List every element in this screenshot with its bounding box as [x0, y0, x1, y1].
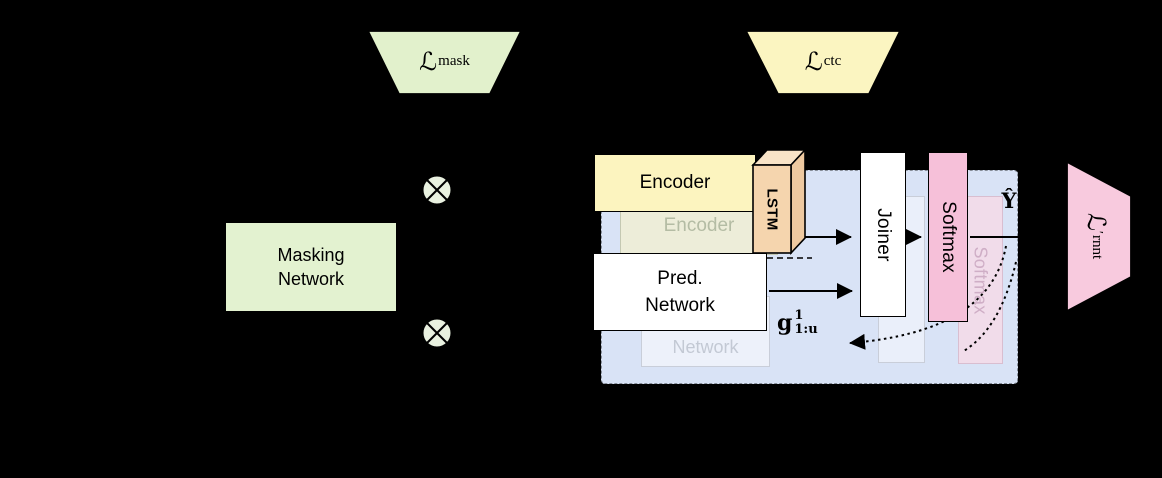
ghost-network-label: Network [672, 337, 739, 357]
otimes-bottom-icon [421, 317, 453, 349]
softmax-box: Softmax [928, 152, 968, 322]
masking-network-label-line2: Network [277, 269, 344, 289]
otimes-top-icon [421, 174, 453, 206]
loss-rnnt-prime: ′ [1090, 230, 1105, 234]
ghost-softmax-label: Softmax [971, 245, 991, 315]
lstm-box-label-wrap: LSTM [753, 165, 791, 253]
y-hat-output-label: Ŷ [1001, 187, 1017, 213]
g-superscript: 1 [794, 308, 804, 324]
loss-ctc-script-l: ℒ [804, 46, 823, 76]
loss-mask-script-l: ℒ [419, 46, 438, 76]
pred-network-box: Pred. Network [593, 253, 767, 331]
encoder-box: Encoder [594, 154, 756, 212]
loss-ctc-subscript: ctc [823, 52, 842, 69]
pred-network-label-line1: Pred. [657, 268, 703, 289]
masking-network-box: Masking Network [225, 222, 397, 312]
loss-mask-subscript: mask [438, 52, 470, 69]
ghost-encoder-label: Encoder [663, 214, 735, 236]
loss-rnnt-script-l: ℒ [1082, 212, 1112, 231]
softmax-label: Softmax [938, 201, 960, 273]
g-subscript: 1:u [794, 322, 818, 337]
g-base: g [777, 310, 793, 336]
masking-network-label-line1: Masking [277, 245, 345, 265]
joiner-box: Joiner [860, 152, 906, 317]
joiner-label: Joiner [873, 207, 894, 262]
encoder-label: Encoder [639, 172, 711, 193]
lstm-label: LSTM [763, 187, 781, 231]
loss-rnnt-subscript: rnnt [1089, 234, 1106, 260]
pred-network-label-line2: Network [645, 295, 715, 316]
loss-rnnt-label: ℒ′rnnt [1077, 186, 1117, 286]
